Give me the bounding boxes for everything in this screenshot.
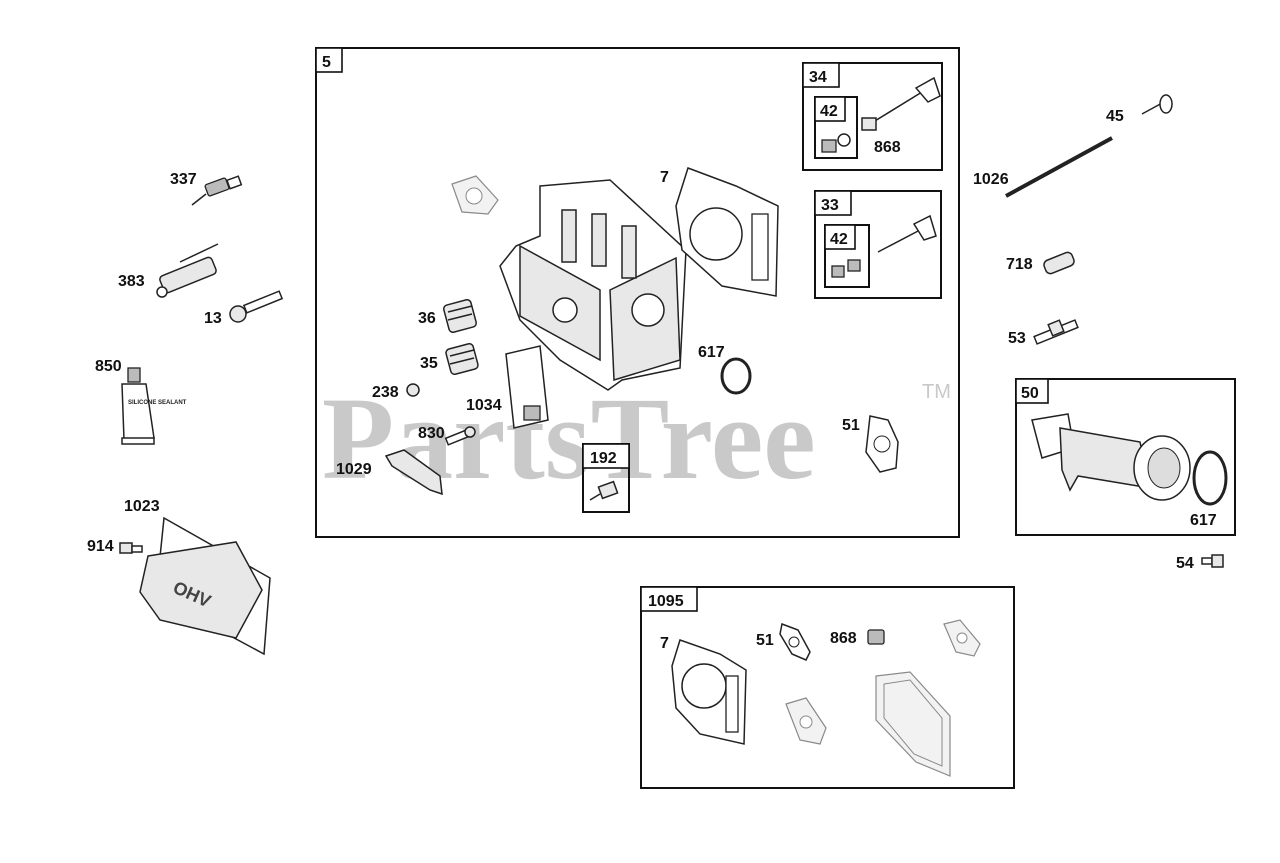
group-exhaust-valve: 34 42: [802, 62, 943, 171]
label-51: 51: [842, 417, 860, 434]
rocker-arm-part[interactable]: 1029: [336, 449, 443, 496]
spark-plug-part[interactable]: 337: [170, 171, 243, 206]
label-k7: 7: [660, 635, 669, 652]
group-label-192: 192: [590, 450, 617, 467]
valve-spring-35-part[interactable]: 35: [420, 342, 479, 376]
screw-54-part[interactable]: 54: [1176, 554, 1224, 572]
valve-cover-part[interactable]: 1023 OHV: [124, 498, 271, 656]
label-830: 830: [418, 425, 445, 442]
label-36: 36: [418, 310, 436, 327]
label-1029: 1029: [336, 461, 372, 478]
sealant-tube-part[interactable]: 850 SILICONE SEALANT: [95, 358, 187, 445]
label-617b: 617: [1190, 512, 1217, 529]
intake-valve-part[interactable]: [831, 214, 937, 278]
group-manifold: 50: [1015, 378, 1236, 536]
push-rod-part[interactable]: 1026: [973, 136, 1113, 198]
label-383: 383: [118, 273, 145, 290]
label-1026: 1026: [973, 171, 1009, 188]
sleeve-718-part[interactable]: 718: [1006, 251, 1076, 275]
group-label-42b: 42: [830, 231, 848, 248]
intake-manifold-part[interactable]: [1031, 413, 1191, 501]
label-54: 54: [1176, 555, 1194, 572]
label-850: 850: [95, 358, 122, 375]
valve-spring-36-part[interactable]: 36: [418, 299, 477, 333]
ball-238-part[interactable]: 238: [372, 383, 420, 401]
kit-ghost-gasket-a: [943, 619, 981, 657]
o-ring-617-part[interactable]: 617: [698, 344, 752, 395]
group-breather[interactable]: 192: [582, 443, 630, 513]
label-k51: 51: [756, 632, 774, 649]
watermark-text: PartsTree: [322, 373, 816, 504]
label-1023: 1023: [124, 498, 160, 515]
label-914: 914: [87, 538, 114, 555]
watermark-trademark: TM: [922, 381, 951, 403]
group-gasket-set: 1095: [640, 586, 1015, 789]
group-label-33: 33: [821, 197, 839, 214]
group-label-34: 34: [809, 69, 827, 86]
armature-part[interactable]: 383: [118, 243, 219, 298]
plate-1034-part[interactable]: 1034: [466, 345, 549, 429]
cylinder-head-part[interactable]: [499, 179, 687, 391]
group-label-42a: 42: [820, 103, 838, 120]
label-13: 13: [204, 310, 222, 327]
label-868: 868: [874, 139, 901, 156]
label-53: 53: [1008, 330, 1026, 347]
label-35: 35: [420, 355, 438, 372]
label-45: 45: [1106, 108, 1124, 125]
o-ring-617b-part[interactable]: 617: [1190, 450, 1228, 529]
ghost-gasket-top: [451, 175, 499, 215]
sealant-label-text: SILICONE SEALANT: [128, 400, 187, 406]
stud-53-part[interactable]: 53: [1008, 319, 1079, 347]
label-337: 337: [170, 171, 197, 188]
bolt-830-part[interactable]: 830: [418, 425, 476, 446]
gasket-51-part[interactable]: 51: [842, 415, 899, 473]
label-7: 7: [660, 169, 669, 186]
group-label-50: 50: [1021, 385, 1039, 402]
kit-cover-gasket-part[interactable]: [875, 671, 951, 777]
group-label-5: 5: [322, 54, 331, 71]
exhaust-valve-part[interactable]: [821, 76, 941, 153]
label-238: 238: [372, 384, 399, 401]
bolt-13-part[interactable]: 13: [204, 290, 284, 327]
kit-head-gasket-part[interactable]: 7: [660, 635, 747, 745]
kit-gasket-51-part[interactable]: 51: [756, 622, 811, 661]
group-label-1095: 1095: [648, 593, 684, 610]
group-cylinder-head: 5: [315, 47, 960, 538]
label-1034: 1034: [466, 397, 502, 414]
valve-45-part[interactable]: 45: [1106, 94, 1173, 125]
screw-914-part[interactable]: 914: [87, 538, 143, 555]
head-gasket-part[interactable]: 7: [660, 167, 779, 297]
label-k868: 868: [830, 630, 857, 647]
label-617: 617: [698, 344, 725, 361]
kit-ghost-gasket-b: [785, 697, 827, 745]
kit-seal-868-part[interactable]: 868: [830, 629, 885, 647]
group-intake-valve: 33 42: [814, 190, 942, 299]
label-718: 718: [1006, 256, 1033, 273]
